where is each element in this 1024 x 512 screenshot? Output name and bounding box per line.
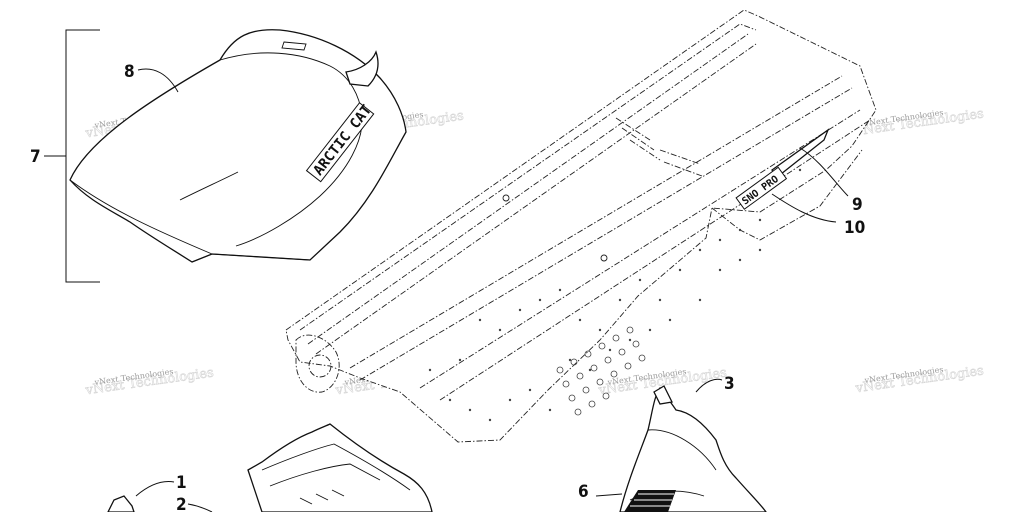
bumper-ridge xyxy=(261,443,411,491)
tunnel-rail-5 xyxy=(359,87,853,381)
fastener xyxy=(600,254,608,262)
callout-7: 7 xyxy=(30,147,41,167)
rear-fender xyxy=(595,378,767,512)
seat-badge xyxy=(281,41,307,51)
fender-body xyxy=(619,386,767,512)
bumper-rib xyxy=(269,463,381,487)
fender-tab xyxy=(653,385,673,405)
leader-3 xyxy=(695,378,723,393)
fender-contour xyxy=(647,429,717,471)
tunnel-end-hole xyxy=(308,354,332,378)
callout-9: 9 xyxy=(852,195,863,215)
callout-10: 10 xyxy=(844,218,865,238)
seat-cushion xyxy=(69,29,407,263)
tunnel-vents-2 xyxy=(659,149,703,177)
leader-10 xyxy=(771,193,837,223)
leader-6 xyxy=(595,493,623,497)
callout-6: 6 xyxy=(578,482,589,502)
fastener xyxy=(502,194,510,202)
callout-3: 3 xyxy=(724,374,735,394)
callout-8: 8 xyxy=(124,62,135,82)
tunnel-rail-6 xyxy=(419,109,861,389)
bumper-body xyxy=(247,423,433,512)
seat-side-line xyxy=(235,115,363,247)
callout-1: 1 xyxy=(176,473,187,493)
callout-2: 2 xyxy=(176,495,187,512)
tunnel-rail-2 xyxy=(307,33,749,345)
seat-lower-edge xyxy=(69,179,213,255)
small-part-1 xyxy=(107,495,135,512)
leader-9 xyxy=(799,147,849,197)
seat-ridge xyxy=(219,52,363,117)
callouts: 7 8 9 10 3 6 1 2 xyxy=(30,62,865,512)
seat-rear-tab xyxy=(345,50,379,87)
seat-highlight xyxy=(179,171,239,201)
tunnel-rear-skirt xyxy=(711,149,863,241)
rear-bumper xyxy=(107,423,433,512)
seat-base xyxy=(191,253,311,263)
bumper-marks xyxy=(299,489,345,505)
hole-pattern xyxy=(556,326,646,416)
tunnel-rail-7 xyxy=(439,119,871,401)
tunnel-rail-3 xyxy=(315,43,757,355)
seat-assembly: ARCTIC CAT xyxy=(44,29,407,283)
leader-8 xyxy=(137,68,179,93)
tunnel-vents-1 xyxy=(615,117,661,161)
fender-vent xyxy=(624,490,676,512)
tunnel-rail-4 xyxy=(349,75,843,369)
tunnel-outline xyxy=(285,9,877,443)
tunnel-assembly xyxy=(285,9,877,443)
leader-1 xyxy=(135,481,175,497)
leader-2 xyxy=(187,503,213,512)
